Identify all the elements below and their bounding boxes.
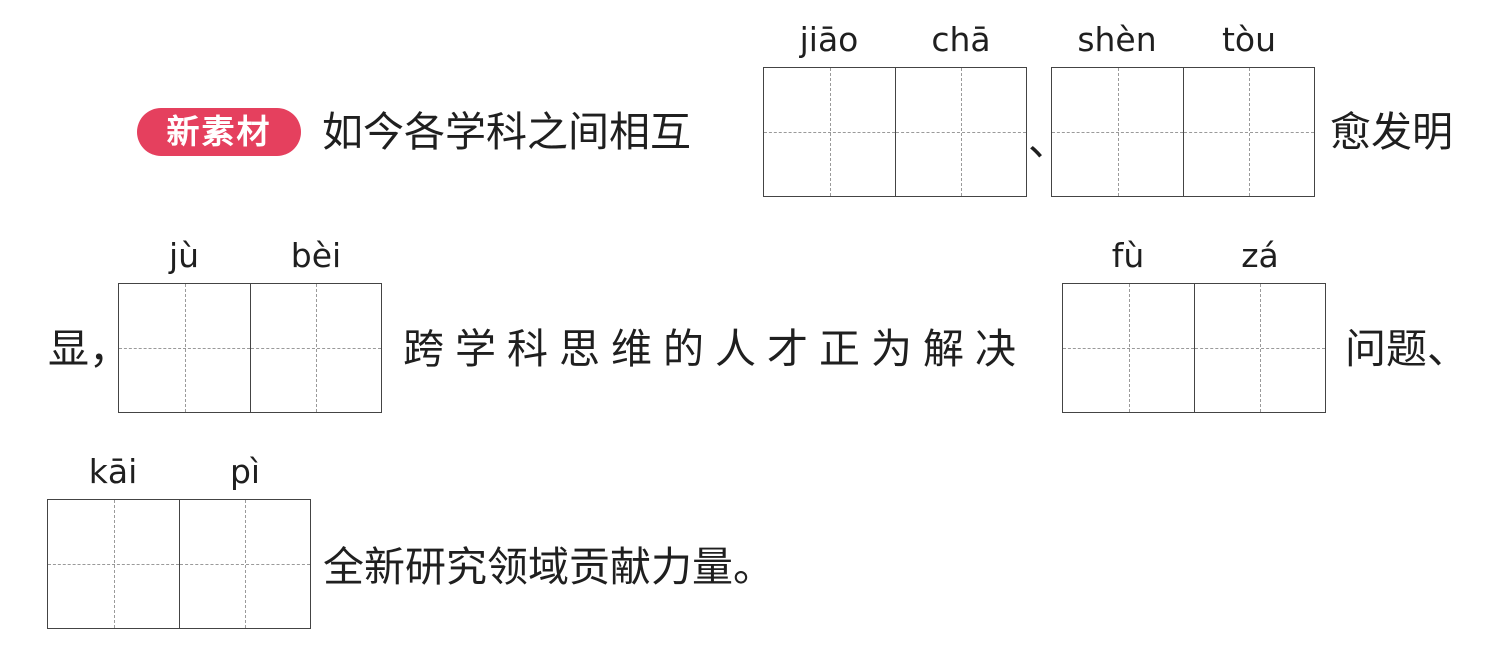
char-cell[interactable]: [250, 284, 381, 412]
pinyin-pi: pì: [229, 452, 261, 491]
sentence-line3: 全新研究领域贡献力量。: [323, 543, 774, 591]
char-cell[interactable]: [119, 284, 250, 412]
answer-box-fuza[interactable]: [1062, 283, 1326, 413]
pinyin-kai: kāi: [88, 452, 138, 491]
answer-box-kaipi[interactable]: [47, 499, 311, 629]
char-cell[interactable]: [764, 68, 895, 196]
pinyin-jiao: jiāo: [799, 20, 859, 59]
char-cell[interactable]: [1194, 284, 1325, 412]
answer-box-jiaocha[interactable]: [763, 67, 1027, 197]
sentence-line2-start: 显，: [48, 325, 130, 373]
answer-box-shentou[interactable]: [1051, 67, 1315, 197]
char-cell[interactable]: [179, 500, 310, 628]
pinyin-za: zá: [1241, 236, 1279, 275]
sentence-line1-start: 如今各学科之间相互: [322, 108, 691, 156]
pinyin-ju: jù: [168, 236, 200, 275]
enumeration-comma: 、: [1028, 117, 1069, 165]
pinyin-shen: shèn: [1077, 20, 1157, 59]
answer-box-jubei[interactable]: [118, 283, 382, 413]
pinyin-bei: bèi: [290, 236, 342, 275]
char-cell[interactable]: [48, 500, 179, 628]
char-cell[interactable]: [1063, 284, 1194, 412]
new-material-badge: 新素材: [137, 108, 301, 156]
pinyin-cha: chā: [931, 20, 991, 59]
sentence-line2-middle: 跨学科思维的人才正为解决: [403, 325, 1027, 373]
char-cell[interactable]: [1052, 68, 1183, 196]
char-cell[interactable]: [1183, 68, 1314, 196]
pinyin-tou: tòu: [1221, 20, 1277, 59]
char-cell[interactable]: [895, 68, 1026, 196]
sentence-line1-end: 愈发明: [1330, 108, 1453, 156]
pinyin-fu: fù: [1111, 236, 1145, 275]
sentence-line2-end: 问题、: [1345, 325, 1468, 373]
